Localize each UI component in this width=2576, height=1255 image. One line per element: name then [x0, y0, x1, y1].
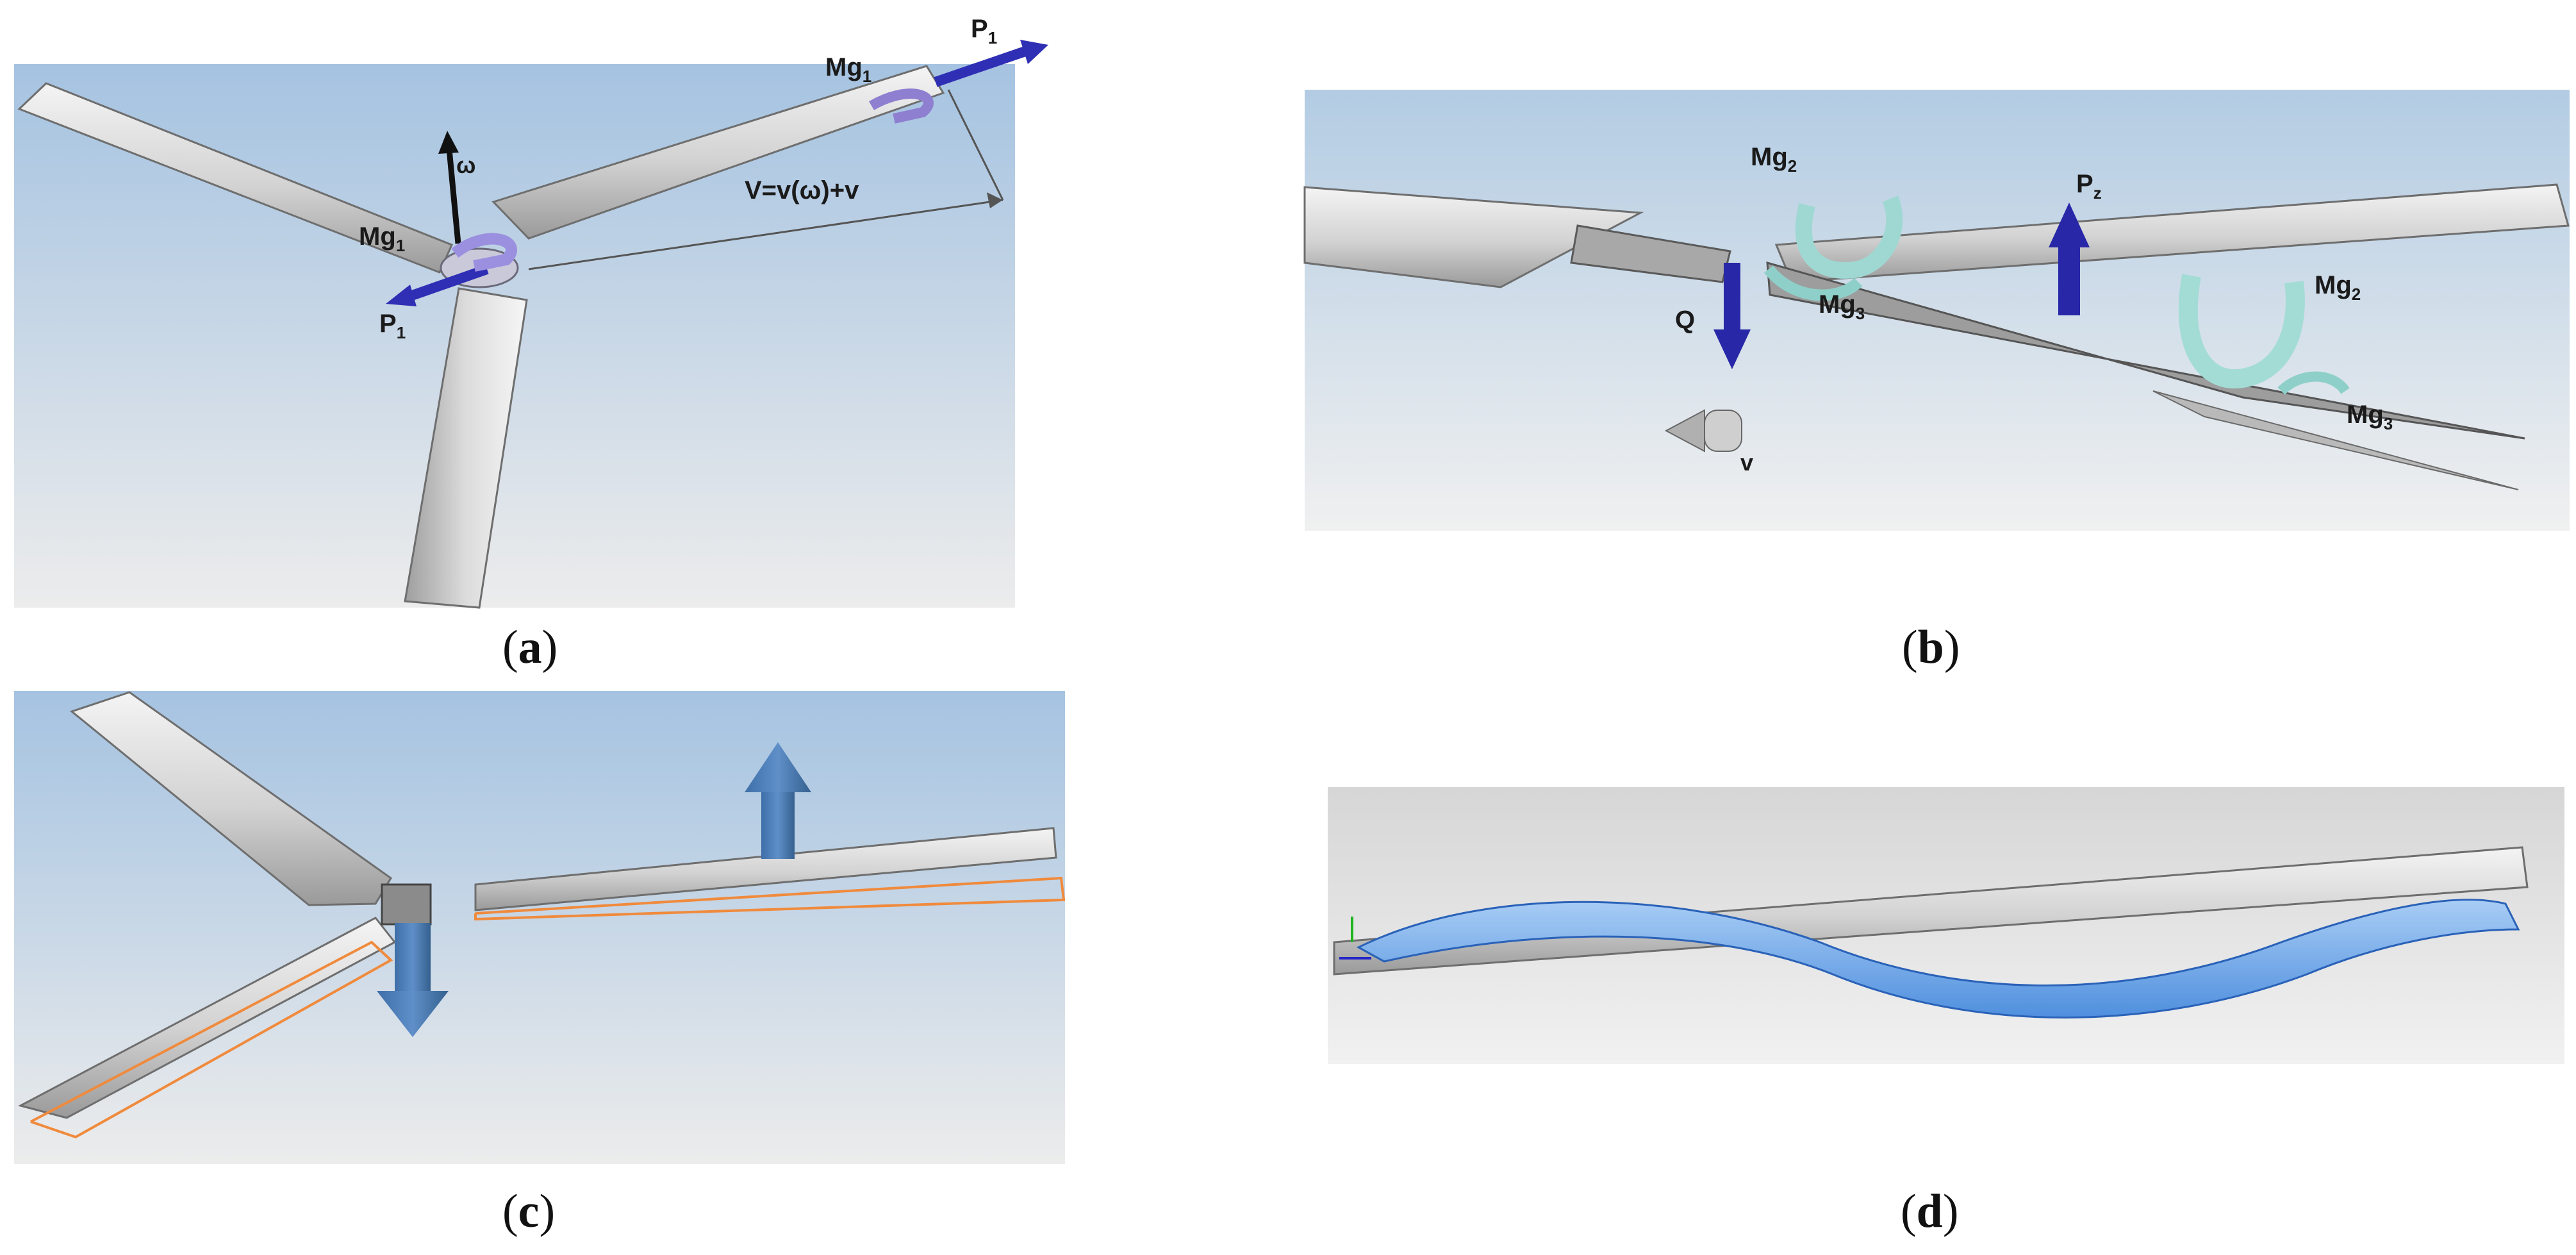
- panel-a-blade-left: [17, 82, 454, 274]
- panel-c-up-arrow-shaft: [761, 790, 795, 859]
- panel-a: ω Mg1 Mg1 P1 P1 V=v(ω)+v: [14, 15, 1048, 609]
- panel-b-blade-lower: [1766, 261, 2525, 440]
- panel-b-label-mg2-right: Mg2: [2315, 271, 2361, 304]
- panel-a-label-p1-top: P1: [971, 15, 997, 47]
- panel-a-p1-arrow-left: [408, 264, 489, 301]
- panel-a-velocity-arrowhead: [987, 192, 1003, 208]
- panel-b-label-v: v: [1740, 449, 1753, 476]
- panel-a-p1-arrowhead-top: [1020, 40, 1048, 64]
- panel-c-down-arrowhead: [377, 991, 449, 1037]
- caption-c: (c): [502, 1185, 556, 1238]
- panel-b-q-arrow-shaft: [1724, 263, 1740, 333]
- panel-b-moment-mg2-left: [1795, 195, 1903, 279]
- panel-c-hub: [381, 883, 432, 926]
- panel-a-label-velocity: V=v(ω)+v: [745, 176, 859, 204]
- panel-c-deformation-left: [30, 940, 393, 1139]
- panel-b-hub-section: [1570, 224, 1731, 283]
- panel-b-q-arrowhead: [1713, 329, 1751, 369]
- panel-a-label-mg1-left: Mg1: [359, 222, 405, 255]
- panel-c-up-arrowhead: [745, 742, 811, 792]
- panel-a-label-p1-left: P1: [379, 310, 406, 342]
- panel-a-label-omega: ω: [456, 152, 475, 178]
- panel-c-deformation-right: [474, 876, 1066, 921]
- panel-b-pz-arrow-shaft: [2058, 244, 2080, 315]
- panel-c-blade-right: [474, 827, 1057, 911]
- caption-b: (b): [1902, 621, 1960, 674]
- panel-a-p1-arrow-top: [934, 46, 1027, 87]
- panel-b-label-mg3-left: Mg3: [1819, 290, 1865, 323]
- panel-c-down-arrow-shaft: [395, 923, 431, 993]
- panel-b-pz-arrowhead: [2049, 203, 2090, 247]
- panel-b-label-mg3-right: Mg3: [2347, 401, 2393, 433]
- panel-d: [1328, 787, 2564, 1064]
- panel-b-moment-mg3-left: [1763, 265, 1863, 301]
- panel-a-blade-right: [491, 65, 945, 240]
- panel-d-twist-surface: [1356, 899, 2520, 1018]
- panel-b-blade-left: [1303, 186, 1644, 288]
- panel-a-p1-arrowhead-left: [386, 285, 417, 306]
- panel-b-label-q: Q: [1675, 306, 1695, 334]
- panel-a-moment-arrow-top: [868, 88, 934, 124]
- panel-a-velocity-line-1: [528, 199, 1003, 270]
- panel-a-moment-arrow-left: [451, 233, 517, 272]
- panel-a-omega-arrow: [445, 142, 461, 244]
- panel-b-blade-lower-tail: [2152, 390, 2519, 490]
- panel-b-moment-mg3-right: [2277, 371, 2350, 395]
- panel-b-moment-mg2-right: [2178, 274, 2305, 389]
- panel-b-v-cylinder: [1704, 410, 1742, 452]
- panel-a-omega-arrowhead: [438, 131, 459, 154]
- panel-a-label-mg1-top: Mg1: [825, 53, 871, 86]
- panel-c: [14, 691, 1066, 1164]
- caption-a: (a): [502, 621, 558, 674]
- panel-b: Mg2 Mg3 Pz Mg2 Mg3 Q v: [1303, 90, 2570, 531]
- panel-a-velocity-line-2: [947, 89, 1004, 201]
- panel-a-blade-down: [404, 287, 528, 609]
- caption-d: (d): [1901, 1185, 1959, 1238]
- panel-b-label-pz: Pz: [2076, 170, 2102, 203]
- panel-b-label-mg2-left: Mg2: [1751, 143, 1797, 176]
- panel-d-blade-straight: [1333, 846, 2529, 976]
